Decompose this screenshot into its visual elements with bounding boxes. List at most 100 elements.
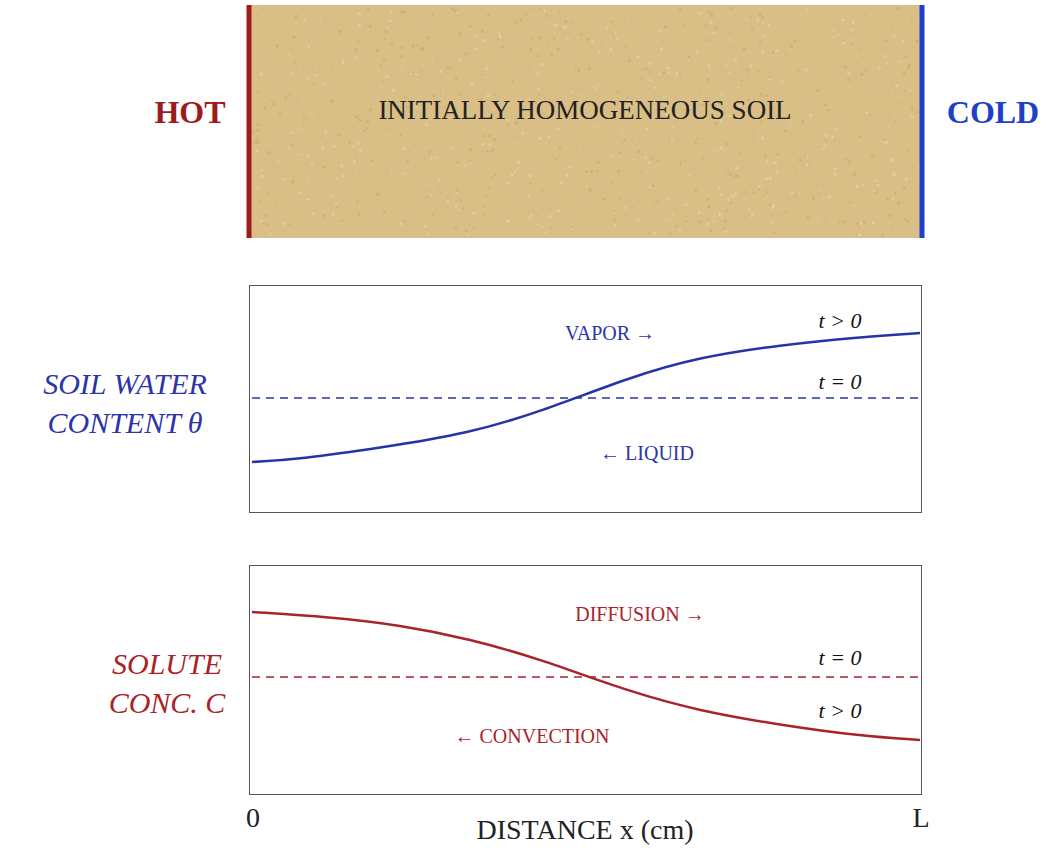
soil-speck — [517, 161, 520, 164]
soil-speck — [666, 198, 669, 201]
soil-speck — [891, 226, 893, 228]
soil-speck — [357, 142, 360, 145]
hot-wall — [247, 5, 252, 238]
soil-speck — [844, 66, 847, 69]
soil-speck — [812, 197, 815, 200]
soil-speck — [538, 36, 541, 39]
soil-speck — [656, 137, 657, 138]
soil-speck — [295, 91, 297, 93]
soil-speck — [915, 40, 918, 43]
soil-speck — [488, 143, 491, 146]
soil-speck — [827, 108, 830, 111]
soil-speck — [549, 126, 550, 127]
soil-speck — [854, 205, 856, 207]
soil-speck — [422, 42, 424, 44]
soil-speck — [383, 58, 386, 61]
soil-speck — [458, 32, 461, 35]
soil-speck — [785, 41, 786, 42]
soil-speck — [523, 33, 525, 35]
soil-speck — [835, 127, 838, 130]
soil-speck — [697, 164, 698, 165]
soil-speck — [544, 9, 547, 12]
soil-speck — [426, 196, 428, 198]
soil-speck — [430, 194, 433, 197]
soil-speck — [902, 40, 905, 43]
soil-speck — [864, 150, 866, 152]
soil-speck — [483, 205, 486, 208]
cold-label: COLD — [947, 94, 1039, 131]
soil-speck — [903, 72, 906, 75]
soil-speck — [627, 19, 629, 21]
soil-speck — [637, 150, 640, 153]
soil-speck — [852, 49, 854, 51]
soil-speck — [462, 207, 464, 209]
soil-speck — [904, 55, 907, 58]
soil-speck — [757, 135, 759, 137]
soil-speck — [588, 189, 591, 192]
soil-speck — [721, 154, 723, 156]
soil-speck — [440, 92, 441, 93]
soil-speck — [417, 72, 418, 73]
soil-speck — [570, 228, 572, 230]
soil-speck — [554, 24, 558, 28]
soil-speck — [383, 87, 384, 88]
soil-speck — [446, 196, 448, 198]
soil-speck — [821, 148, 824, 151]
soil-speck — [486, 65, 488, 67]
soil-speck — [775, 49, 778, 52]
soil-speck — [336, 206, 338, 208]
soil-speck — [720, 146, 724, 150]
soil-speck — [685, 220, 687, 222]
soil-speck — [514, 21, 517, 24]
soil-speck — [395, 147, 397, 149]
soil-speck — [479, 156, 481, 158]
soil-speck — [722, 15, 724, 17]
initial-water-line — [252, 397, 920, 399]
soil-speck — [563, 25, 567, 29]
soil-speck — [558, 147, 561, 150]
soil-speck — [491, 211, 492, 212]
soil-speck — [455, 192, 458, 195]
soil-speck — [653, 187, 655, 189]
soil-speck — [859, 135, 862, 138]
soil-speck — [858, 157, 860, 159]
soil-speck — [258, 130, 260, 132]
soil-speck — [454, 227, 457, 230]
soil-speck — [260, 219, 263, 222]
soil-speck — [772, 203, 775, 206]
soil-speck — [625, 46, 627, 48]
soil-speck — [389, 20, 392, 23]
soil-speck — [751, 169, 753, 171]
soil-speck — [696, 137, 698, 139]
soil-speck — [613, 31, 616, 34]
soil-speck — [759, 130, 761, 132]
soil-speck — [894, 192, 896, 194]
soil-speck — [846, 214, 847, 215]
soil-label: INITIALLY HOMOGENEOUS SOIL — [378, 95, 791, 126]
soil-speck — [875, 179, 878, 182]
soil-speck — [348, 39, 350, 41]
soil-speck — [507, 181, 510, 184]
soil-speck — [629, 221, 631, 223]
soil-speck — [358, 119, 361, 122]
soil-speck — [824, 134, 827, 137]
soil-speck — [384, 37, 386, 39]
soil-speck — [322, 214, 325, 217]
soil-speck — [734, 57, 737, 60]
soil-speck — [844, 158, 847, 161]
soil-speck — [689, 54, 692, 57]
soil-speck — [575, 26, 577, 28]
solute-panel: SOLUTE CONC. CDIFFUSION →t = 0t > 0← CON… — [249, 565, 922, 795]
soil-speck — [706, 218, 708, 220]
soil-speck — [632, 145, 633, 146]
soil-speck — [385, 76, 387, 78]
soil-speck — [484, 195, 486, 197]
soil-speck — [635, 139, 637, 141]
soil-speck — [415, 73, 418, 76]
soil-speck — [780, 207, 783, 210]
soil-speck — [371, 159, 373, 161]
soil-speck — [710, 229, 713, 232]
soil-speck — [562, 78, 564, 80]
soil-speck — [652, 219, 653, 220]
soil-speck — [268, 232, 271, 235]
